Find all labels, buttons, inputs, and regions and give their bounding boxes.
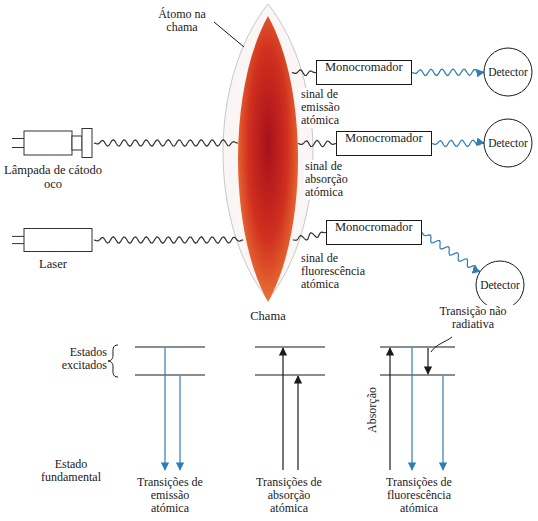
emission-arrow [179, 376, 180, 470]
detector-label: Detector [480, 279, 520, 292]
signal-wave [412, 69, 484, 75]
laser-symbol: Laser [12, 228, 94, 252]
part-name: Lâmpada de cátodo oco [3, 164, 103, 192]
process-box: Monocromador [316, 60, 412, 85]
node-outline [238, 16, 298, 302]
fluorescence-levels [380, 337, 455, 470]
flame: Chama [238, 16, 298, 302]
detector-circle: Detector [483, 47, 533, 97]
annotation: Estados excitados [40, 346, 108, 372]
signal-wave [94, 237, 243, 243]
detector-outline [476, 261, 524, 309]
absorption-levels [255, 347, 325, 470]
absorption-arrow [389, 348, 390, 470]
part-name: Laser [18, 258, 88, 272]
signal-wave [422, 233, 480, 272]
laser-body [24, 229, 92, 252]
nonradiative-arrow [427, 348, 428, 374]
laser-pin [12, 236, 24, 237]
flame-shape [238, 16, 298, 302]
emission-levels [135, 347, 205, 470]
fluorescence-arrow [411, 348, 412, 470]
box-label: Monocromador [325, 61, 403, 75]
signal-wave [94, 140, 238, 146]
signal-label: sinal de fluorescência atómica [300, 252, 380, 292]
node-outline [12, 228, 94, 252]
process-box: Monocromador [336, 131, 432, 156]
energy-level [380, 374, 455, 375]
fluorescence-arrow [442, 376, 443, 470]
lamp-symbol: Lâmpada de cátodo oco [12, 128, 94, 158]
lamp-body [24, 131, 72, 155]
leader-line [431, 337, 452, 352]
box-label: Monocromador [345, 132, 423, 146]
signal-label: sinal de absorção atómica [304, 160, 370, 200]
detector-label: Detector [488, 66, 528, 79]
annotation: Átomo na chama [150, 8, 214, 34]
signal-wave [293, 232, 326, 240]
annotation: Transições de fluorescência atómica [372, 476, 466, 516]
energy-level [135, 346, 205, 347]
signal-wave [292, 70, 316, 76]
energy-level [255, 346, 325, 347]
lamp-pin [12, 147, 24, 148]
annotation: Transições de emissão atómica [136, 476, 204, 516]
signal-wave [432, 140, 484, 146]
process-box: Monocromador [326, 220, 422, 245]
lamp-neck [72, 136, 82, 150]
detector-circle: Detector [483, 118, 533, 168]
laser-pin [12, 243, 24, 244]
annotation: Transição não radiativa [424, 305, 522, 331]
signal-wave [298, 140, 336, 146]
absorption-arrow [297, 376, 298, 470]
energy-level [380, 346, 455, 347]
lamp-pin [12, 138, 24, 139]
detector-outline [484, 119, 532, 167]
node-outline [12, 128, 94, 158]
detector-outline [484, 48, 532, 96]
detector-circle: Detector [475, 260, 525, 310]
brace [108, 345, 118, 377]
axis-label: Absorção [366, 386, 379, 434]
annotation: Estado fundamental [28, 458, 114, 484]
part-name: Chama [228, 310, 308, 324]
absorption-arrow [282, 348, 283, 470]
leader-line [214, 22, 244, 47]
energy-level [255, 374, 325, 375]
lamp-window [82, 129, 92, 158]
emission-arrow [164, 348, 165, 470]
detector-label: Detector [488, 137, 528, 150]
energy-level [135, 374, 205, 375]
box-label: Monocromador [335, 221, 413, 235]
signal-label: sinal de emissão atómica [300, 88, 366, 128]
annotation: Transições de absorção atómica [255, 476, 323, 516]
